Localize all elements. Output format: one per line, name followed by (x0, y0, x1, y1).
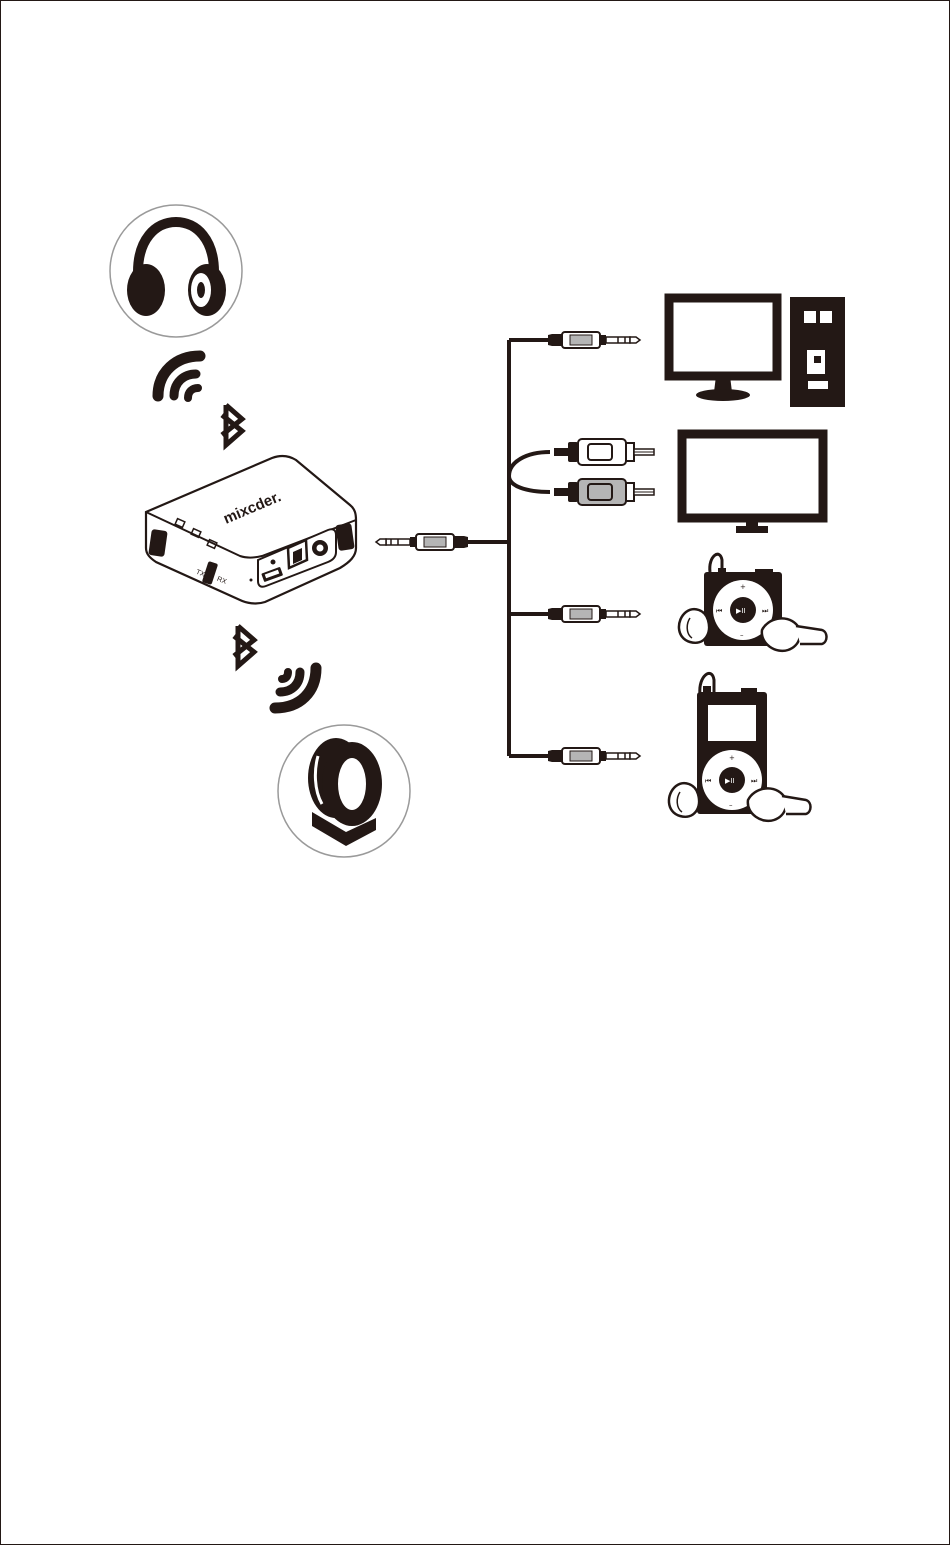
cable-harness (474, 340, 550, 756)
rca-plug-icon (554, 439, 654, 465)
bluetooth-icon (234, 626, 254, 666)
transmitter-receiver-device: mixcder. TX RX (146, 456, 356, 604)
volume-up-label: + (729, 754, 735, 762)
play-pause-label: ▶II (725, 777, 735, 785)
audio-jack-plug-icon (542, 332, 640, 348)
prev-label: ⏮ (705, 777, 711, 785)
prev-label: ⏮ (716, 607, 722, 615)
bluetooth-icon (222, 405, 242, 445)
volume-down-label: – (740, 631, 744, 639)
pc-tower-icon (790, 297, 845, 407)
wireless-signal-icon (275, 668, 316, 708)
next-label: ⏭ (751, 777, 758, 785)
audio-jack-plug-icon (376, 534, 474, 550)
volume-up-label: + (740, 583, 746, 591)
tv-icon (682, 434, 823, 533)
wireless-signal-icon (158, 356, 200, 398)
next-label: ⏭ (762, 607, 769, 615)
pc-monitor-icon (669, 298, 777, 401)
play-pause-label: ▶II (736, 607, 746, 615)
headphones-badge (110, 205, 242, 337)
speaker-badge (278, 725, 410, 857)
rca-plug-icon (554, 479, 654, 505)
audio-jack-plug-icon (542, 606, 640, 622)
volume-down-label: – (729, 801, 733, 809)
audio-jack-plug-icon (542, 748, 640, 764)
